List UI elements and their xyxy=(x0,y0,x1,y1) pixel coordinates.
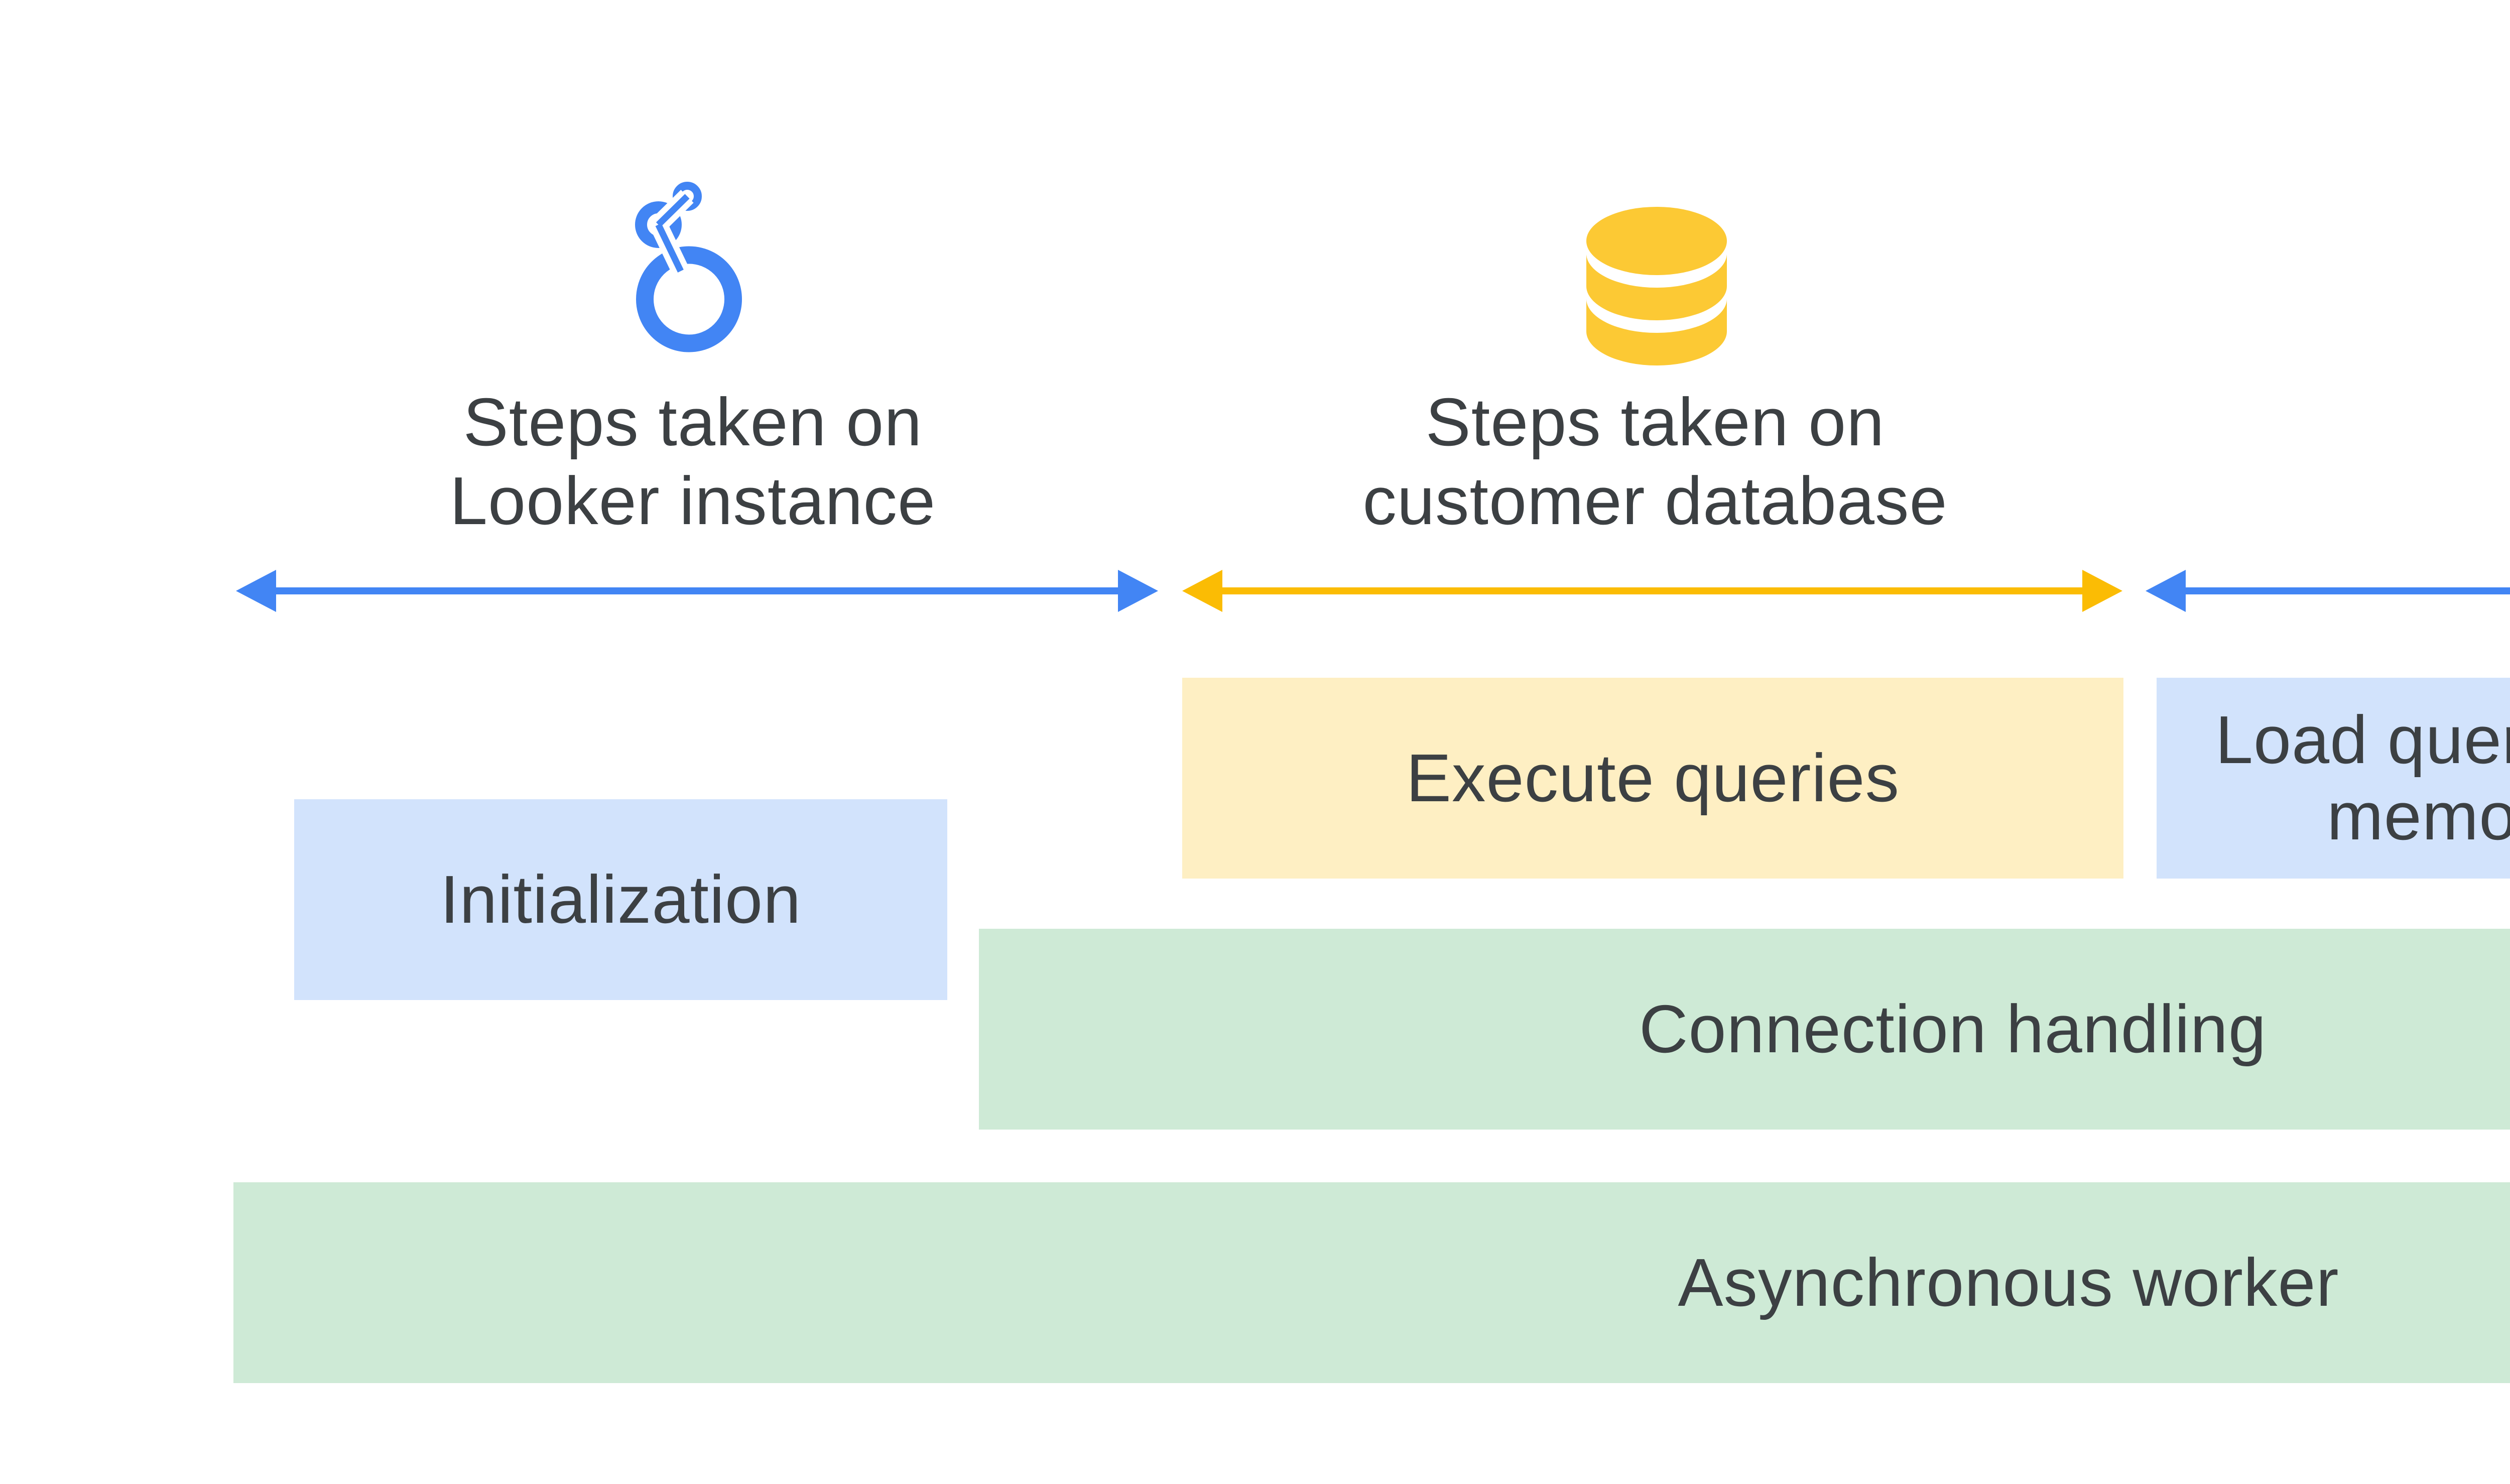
caption-looker-instance-left: Steps taken on Looker instance xyxy=(449,384,936,539)
caption-customer-database: Steps taken on customer database xyxy=(1362,384,1948,539)
box-asynchronous-worker: Asynchronous worker xyxy=(233,1182,2510,1383)
box-execute-queries: Execute queries xyxy=(1182,678,2123,879)
arrow-database xyxy=(1182,570,2122,612)
box-connection-handling: Connection handling xyxy=(979,929,2510,1130)
arrow-looker-left xyxy=(236,570,1158,612)
box-initialization: Initialization xyxy=(294,799,947,1000)
arrow-looker-right xyxy=(2146,570,2510,612)
database-icon xyxy=(1586,207,1727,365)
looker-logo-icon-left xyxy=(641,186,733,343)
box-load-queries-in-memory: Load queries in memory xyxy=(2157,678,2510,879)
